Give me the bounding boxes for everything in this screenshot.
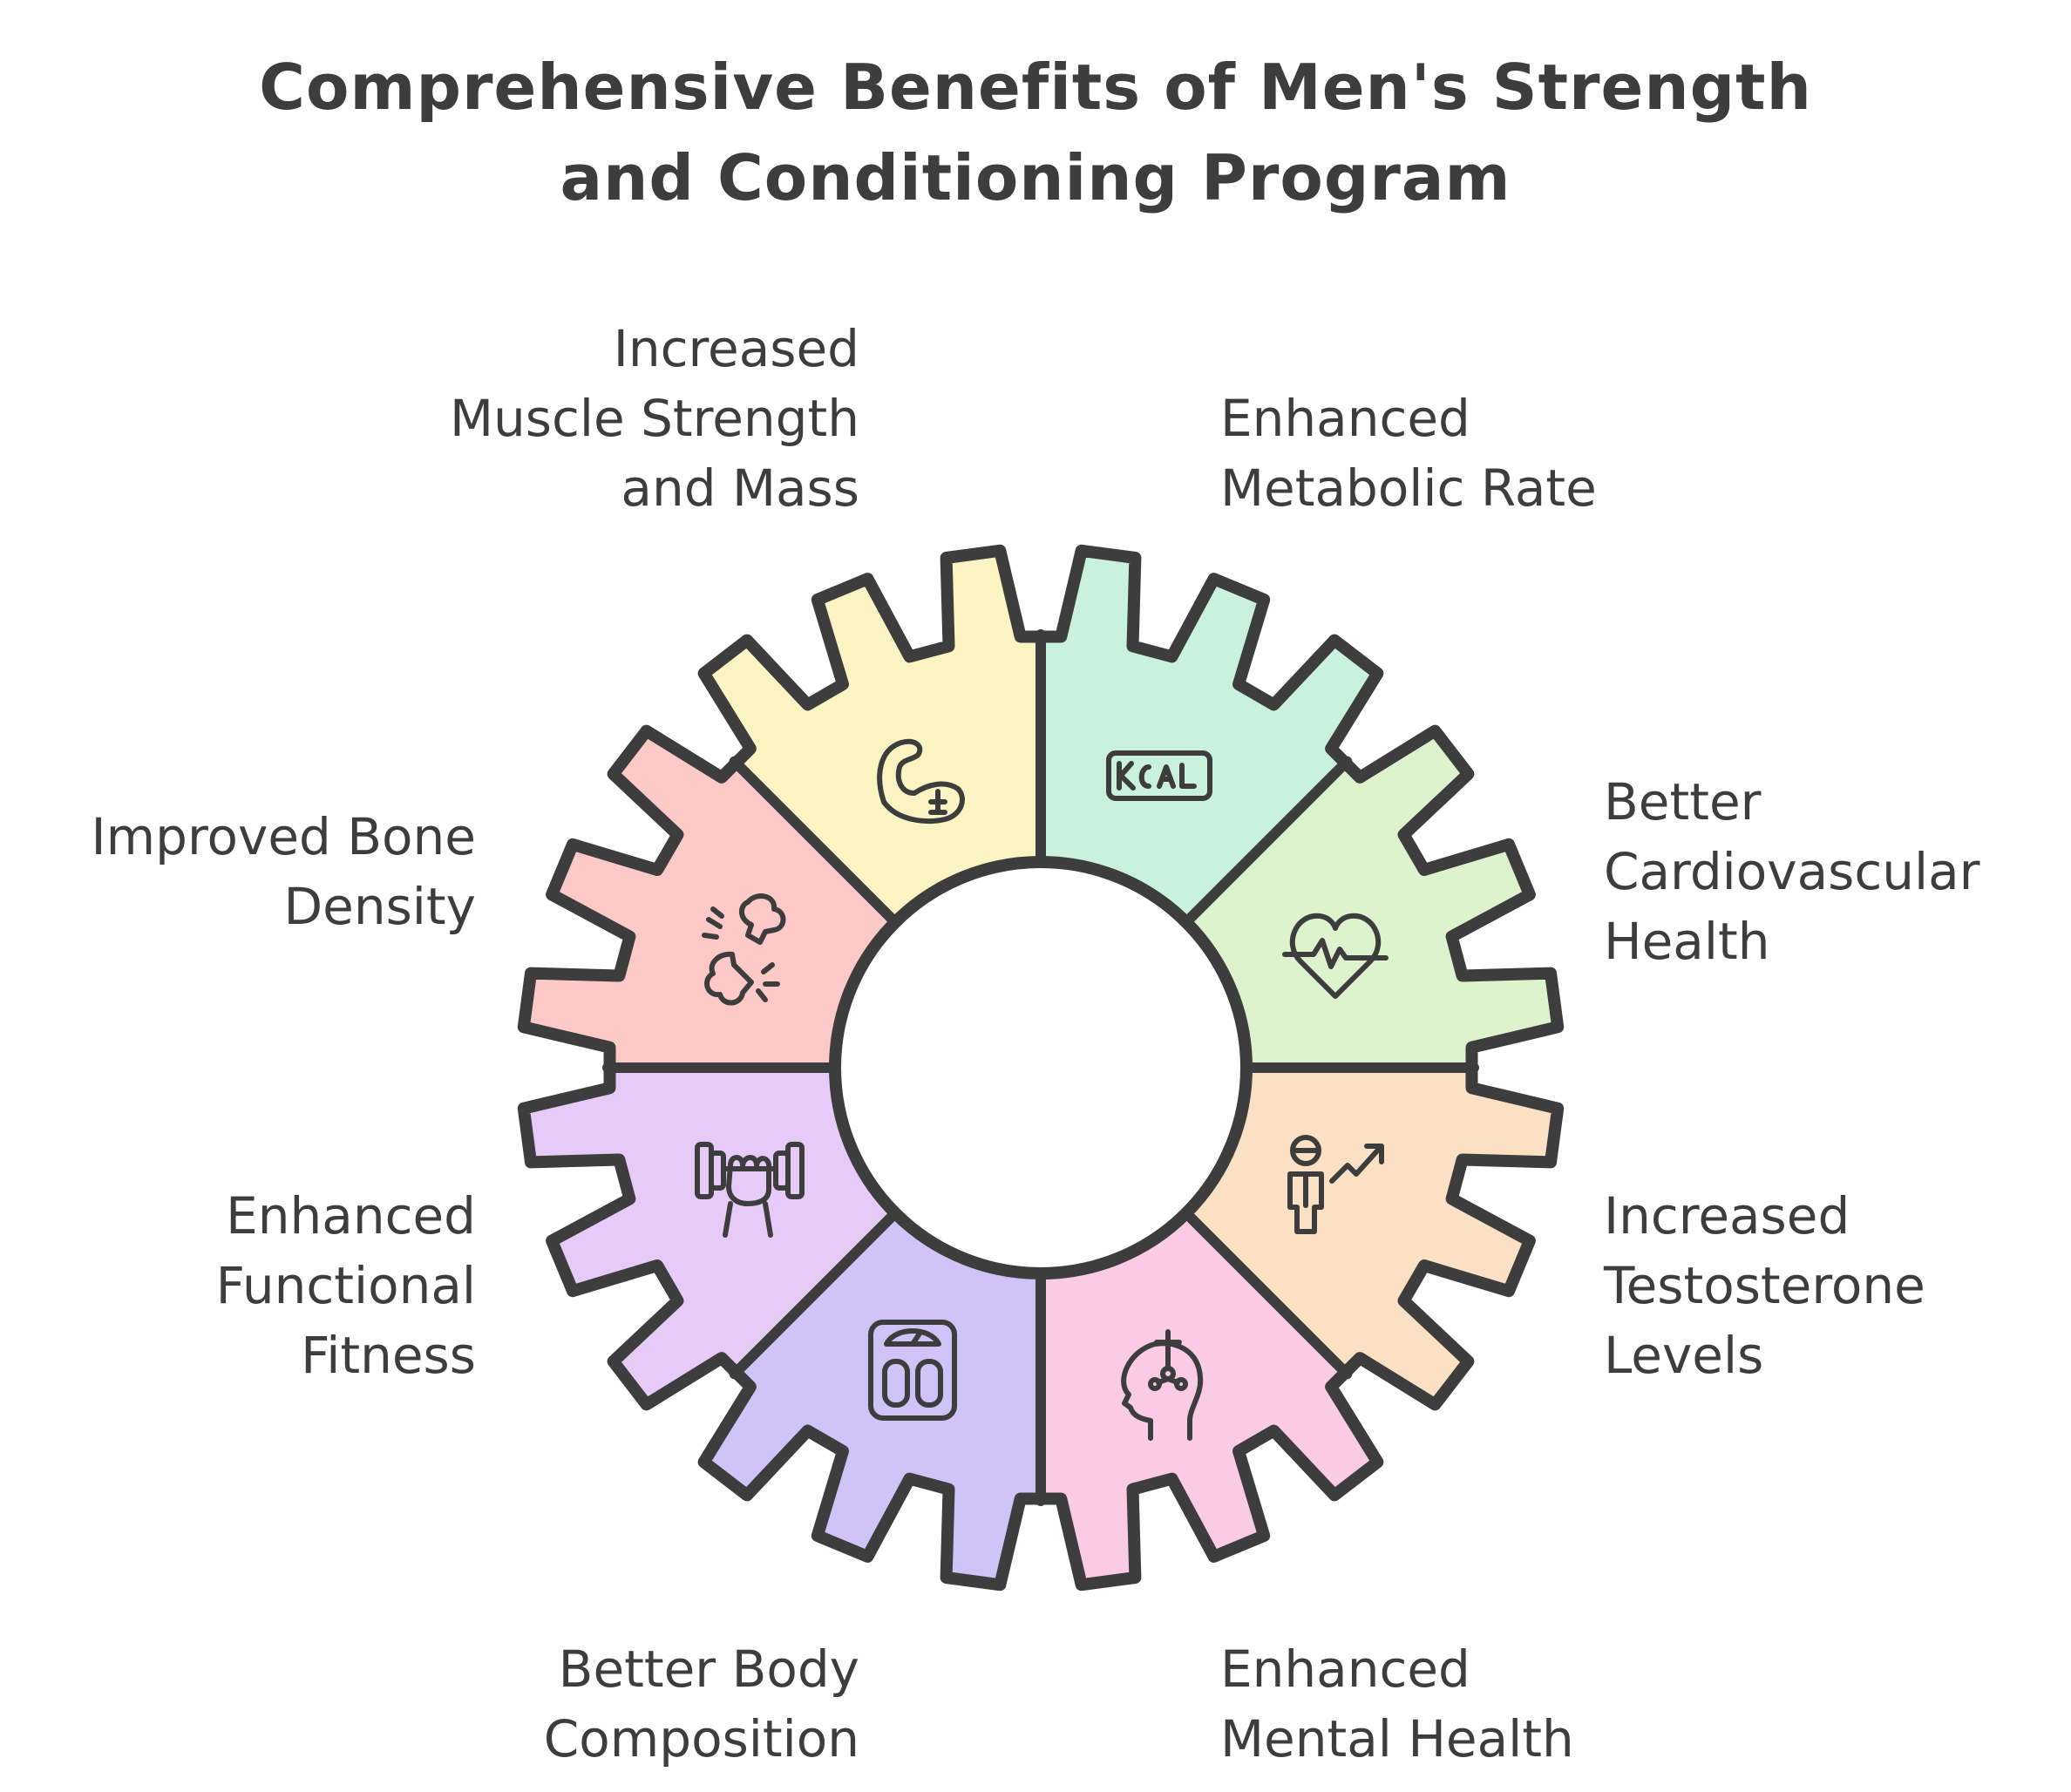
segment-dividers — [602, 629, 1479, 1506]
head-brain-icon — [1121, 1329, 1204, 1441]
label-testosterone-levels: Increased Testosterone Levels — [1604, 1186, 1925, 1385]
page-title: Comprehensive Benefits of Men's Strength… — [0, 42, 2071, 223]
segment-divider-8 — [729, 756, 901, 928]
gear-hub — [829, 856, 1253, 1280]
title-line-2: and Conditioning Program — [560, 141, 1511, 214]
segment-divider-2 — [1180, 756, 1353, 928]
label-bone-density: Improved Bone Density — [91, 807, 476, 936]
label-functional-fitness: Enhanced Functional Fitness — [215, 1186, 476, 1385]
segment-divider-6 — [729, 1207, 901, 1380]
title-line-1: Comprehensive Benefits of Men's Strength — [259, 51, 1812, 124]
flexed-bicep-icon — [877, 738, 965, 825]
hand-dumbbell-icon — [695, 1142, 805, 1238]
gear-outline — [517, 544, 1565, 1592]
person-trend-up-icon — [1287, 1135, 1384, 1234]
body-scale-icon — [868, 1320, 957, 1421]
label-body-composition: Better Body Composition — [543, 1639, 859, 1768]
gear-teeth-outline — [517, 544, 1565, 1592]
heart-pulse-icon — [1282, 913, 1389, 999]
segment-divider-4 — [1180, 1207, 1353, 1380]
label-cardiovascular-health: Better Cardiovascular Health — [1604, 772, 1980, 971]
label-mental-health: Enhanced Mental Health — [1220, 1639, 1574, 1768]
kcal-icon — [1106, 750, 1212, 801]
broken-bone-icon — [702, 893, 786, 1006]
label-muscle-strength: Increased Muscle Strength and Mass — [449, 319, 859, 518]
label-metabolic-rate: Enhanced Metabolic Rate — [1220, 389, 1597, 518]
